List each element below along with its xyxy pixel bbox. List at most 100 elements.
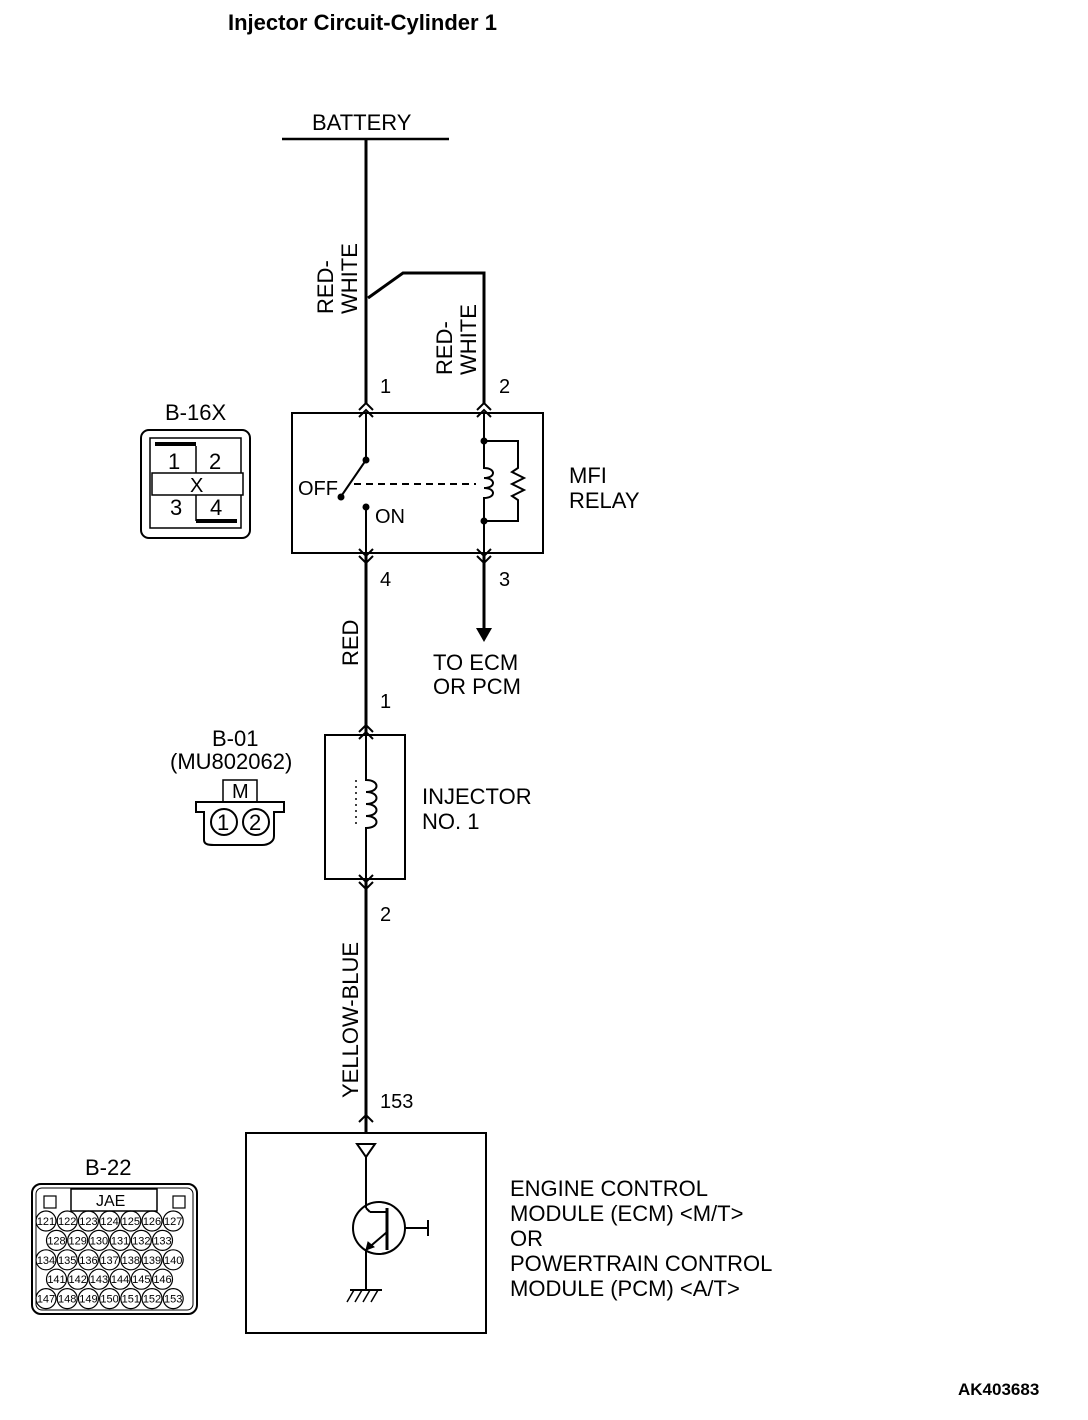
battery-label: BATTERY	[312, 110, 412, 135]
b22-pin	[88, 1268, 110, 1290]
b22-pin-number: 149	[79, 1294, 97, 1306]
connector-b22-label: B-22	[85, 1155, 131, 1180]
wire-battery-relay-1: RED- WHITE	[313, 139, 368, 404]
b22-pin	[56, 1249, 78, 1271]
b22-pin	[141, 1210, 163, 1232]
wire-relay-to-ecm: TO ECM OR PCM	[433, 553, 524, 699]
wire-relay-injector: RED	[338, 553, 368, 735]
b22-pin	[130, 1229, 152, 1252]
relay-name-line: MFI	[569, 463, 607, 488]
b22-pin-number: 145	[132, 1274, 150, 1286]
b22-pin	[98, 1249, 121, 1271]
to-ecm-line: OR PCM	[433, 674, 521, 699]
b16x-cell-x: X	[190, 475, 203, 497]
injector-name-line: INJECTOR	[422, 784, 532, 809]
b01-key: M	[232, 781, 249, 803]
b16x-cell-3: 3	[170, 495, 182, 520]
to-ecm-line: TO ECM	[433, 650, 518, 675]
b22-pin-number: 135	[58, 1255, 76, 1267]
b22-pin-number: 141	[47, 1274, 65, 1286]
ecm-name: ENGINE CONTROL MODULE (ECM) <M/T> OR POW…	[510, 1176, 778, 1301]
b22-pin-number: 122	[58, 1216, 76, 1228]
b22-pin	[35, 1287, 57, 1310]
b22-pin-number: 133	[153, 1235, 171, 1247]
b22-pin	[162, 1287, 184, 1310]
b22-pin-number: 143	[90, 1274, 108, 1286]
b22-pin	[45, 1229, 68, 1252]
connector-b01: B-01 (MU802062) M 1 2	[170, 726, 292, 846]
b22-pin	[151, 1268, 174, 1290]
ecm-pin-153: 153	[380, 1091, 413, 1113]
wire-color-line: WHITE	[337, 243, 362, 314]
b01-pin-1: 1	[217, 810, 229, 835]
ecm-name-line: MODULE (ECM) <M/T>	[510, 1201, 743, 1226]
b22-pin-number: 127	[164, 1216, 182, 1228]
injector-name: INJECTOR NO. 1	[422, 784, 538, 834]
relay-pin-1: 1	[380, 376, 391, 398]
b22-pin-number: 126	[143, 1216, 161, 1228]
b22-pin-number: 124	[100, 1216, 118, 1228]
b22-pin	[141, 1287, 163, 1310]
wire-color-line: RED-	[313, 260, 338, 314]
b22-pin-number: 138	[122, 1255, 140, 1267]
b22-maker: JAE	[96, 1193, 125, 1210]
b22-pin	[120, 1287, 142, 1310]
relay-name-line: RELAY	[569, 488, 640, 513]
b22-pin-number: 134	[37, 1255, 55, 1267]
b22-pin-number: 129	[69, 1235, 87, 1247]
b22-pin	[109, 1229, 131, 1252]
b22-pin	[151, 1229, 174, 1252]
ecm-name-line: POWERTRAIN CONTROL	[510, 1251, 772, 1276]
b22-pin-number: 151	[122, 1294, 140, 1306]
b22-pin-number: 131	[111, 1235, 129, 1247]
b22-pin	[98, 1210, 121, 1232]
relay-pin-3: 3	[499, 569, 510, 591]
b22-pin-number: 137	[100, 1255, 118, 1267]
injector-pin-1: 1	[380, 691, 391, 713]
b16x-cell-2: 2	[209, 449, 221, 474]
b22-pin-number: 142	[69, 1274, 87, 1286]
b22-pin	[77, 1249, 100, 1271]
battery-terminal: BATTERY	[282, 110, 449, 141]
b22-pin	[77, 1210, 100, 1232]
b22-pin-number: 140	[164, 1255, 182, 1267]
b22-pin	[77, 1287, 100, 1310]
b22-pin	[141, 1249, 163, 1271]
mfi-relay: OFF ON MFI RELAY	[291, 401, 640, 565]
b16x-cell-4: 4	[210, 495, 222, 520]
injector-no1: INJECTOR NO. 1	[324, 723, 538, 891]
ecm-pcm-module: ENGINE CONTROL MODULE (ECM) <M/T> OR POW…	[245, 1113, 778, 1334]
b22-pin	[109, 1268, 131, 1290]
wire-color-line: RED-	[432, 321, 457, 375]
relay-pin-2: 2	[499, 376, 510, 398]
wire-color-line: WHITE	[456, 304, 481, 375]
b22-pin	[67, 1229, 89, 1252]
b22-pin	[45, 1268, 68, 1290]
b22-pin	[67, 1268, 89, 1290]
connector-b01-part: (MU802062)	[170, 749, 292, 774]
b22-pin	[56, 1287, 78, 1310]
ecm-name-line: OR	[510, 1226, 543, 1251]
injector-pin-2: 2	[380, 904, 391, 926]
ecm-name-line: MODULE (PCM) <A/T>	[510, 1276, 740, 1301]
b22-pin	[98, 1287, 121, 1310]
b22-pin	[35, 1249, 57, 1271]
b22-pin-number: 121	[37, 1216, 55, 1228]
wire-battery-relay-2: RED- WHITE	[367, 271, 486, 404]
b22-pin-number: 153	[164, 1294, 182, 1306]
relay-pin-4: 4	[380, 569, 391, 591]
wire-color-label: RED- WHITE	[313, 243, 362, 314]
b22-pin-number: 152	[143, 1294, 161, 1306]
reference-code: AK403683	[958, 1380, 1039, 1399]
to-ecm-label: TO ECM OR PCM	[433, 650, 524, 699]
b22-pin-number: 147	[37, 1294, 55, 1306]
wire-color-label: RED	[338, 620, 363, 666]
connector-b01-label: B-01	[212, 726, 258, 751]
b16x-cell-1: 1	[168, 449, 180, 474]
b22-pin-number: 139	[143, 1255, 161, 1267]
b22-pin-number: 125	[122, 1216, 140, 1228]
b22-pin	[130, 1268, 152, 1290]
connector-b16x-label: B-16X	[165, 400, 226, 425]
